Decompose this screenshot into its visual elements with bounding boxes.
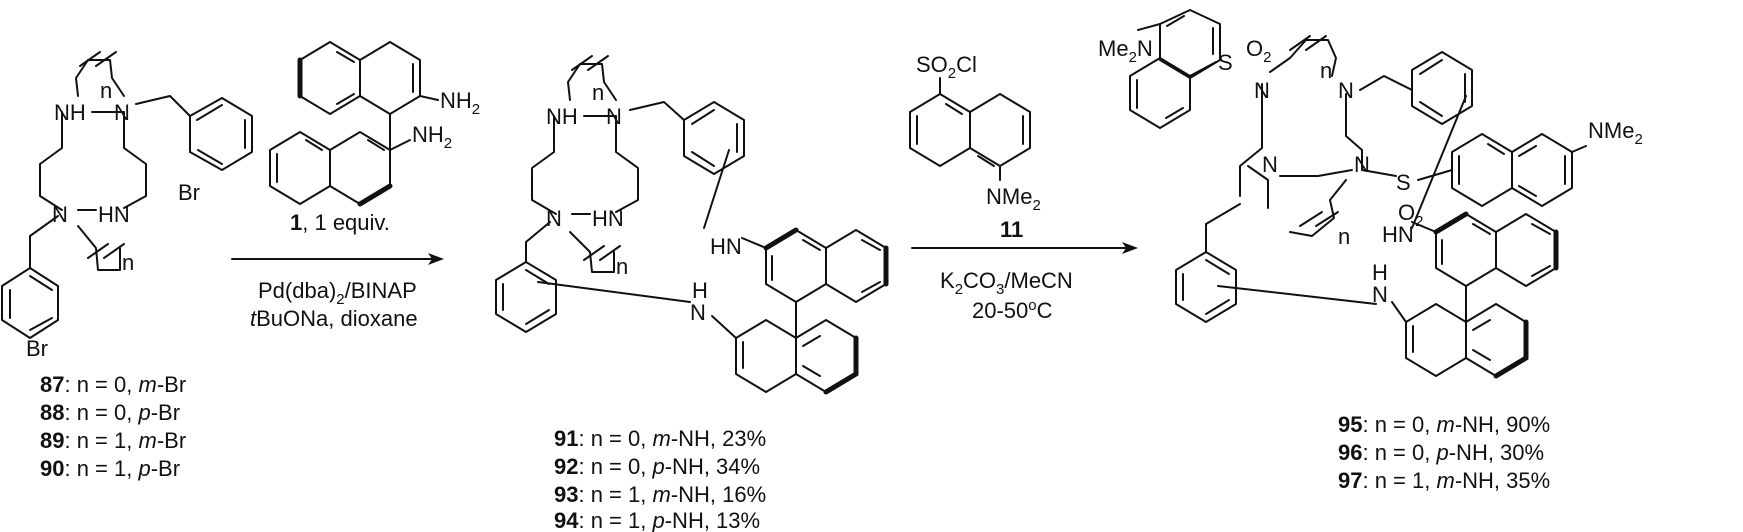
label-90: 90: n = 1, p-Br: [40, 456, 180, 481]
product-macrocycle: Me2N S O2 N N N N n n S O2 NMe2 HN H N: [1098, 9, 1643, 379]
label-89: 89: n = 1, m-Br: [40, 428, 186, 453]
atom-nh2-2: NH2: [412, 122, 452, 152]
atom-hn-mid-1: HN: [592, 206, 624, 231]
n-subscript-start-2: n: [122, 250, 134, 275]
n-subscript-mid-1: n: [592, 80, 604, 105]
atom-n-mid-2: N: [546, 206, 562, 231]
step1-text: 1, 1 equiv. Pd(dba)2/BINAP tBuONa, dioxa…: [231, 210, 444, 331]
n-subscript-product-2: n: [1338, 224, 1350, 249]
dansyl-chloride-reagent: SO2Cl NMe2: [909, 52, 1041, 214]
n-subscript-product-1: n: [1320, 58, 1332, 83]
starting-compound-labels: 87: n = 0, m-Br 88: n = 0, p-Br 89: n = …: [40, 372, 186, 481]
atom-n-product-2: N: [1338, 78, 1354, 103]
atom-hn-start-1: HN: [98, 202, 130, 227]
atom-nh2-1: NH2: [440, 88, 480, 118]
step2-text: 11 K2CO3/MeCN 20-50oC: [911, 217, 1138, 323]
label-87: 87: n = 0, m-Br: [40, 372, 186, 397]
atom-s-product-2: S: [1396, 170, 1411, 195]
step2-arrowhead: [1122, 242, 1138, 254]
n-subscript-mid-2: n: [616, 254, 628, 279]
step2-reagent: 11: [1000, 217, 1023, 242]
step1-condition-1: Pd(dba)2/BINAP: [258, 278, 417, 308]
atom-h-product: H: [1372, 260, 1388, 285]
atom-nh-start-1: NH: [54, 100, 86, 125]
label-88: 88: n = 0, p-Br: [40, 400, 180, 425]
atom-h-mid: H: [692, 278, 708, 303]
label-93: 93: n = 1, m-NH, 16%: [554, 482, 766, 507]
atom-n-mid-3: N: [690, 300, 706, 325]
step1-reagent: 1, 1 equiv.: [290, 210, 390, 235]
atom-br-start-1: Br: [178, 180, 200, 205]
step1-arrowhead: [428, 253, 444, 265]
step1-condition-2: tBuONa, dioxane: [250, 306, 418, 331]
label-97: 97: n = 1, m-NH, 35%: [1338, 468, 1550, 493]
intermediate-compound-labels: 91: n = 0, m-NH, 23% 92: n = 0, p-NH, 34…: [554, 426, 766, 532]
atom-me2n-product: Me2N: [1098, 36, 1153, 66]
starting-macrocycle: NH N N HN n n Br Br: [1, 51, 253, 361]
label-91: 91: n = 0, m-NH, 23%: [554, 426, 766, 451]
atom-so2cl: SO2Cl: [916, 52, 977, 82]
label-95: 95: n = 0, m-NH, 90%: [1338, 412, 1550, 437]
atom-n-product-4: N: [1354, 152, 1370, 177]
product-compound-labels: 95: n = 0, m-NH, 90% 96: n = 0, p-NH, 30…: [1338, 412, 1550, 493]
atom-s-product-1: S: [1218, 50, 1233, 75]
label-96: 96: n = 0, p-NH, 30%: [1338, 440, 1544, 465]
atom-hn-mid-2: HN: [710, 234, 742, 259]
atom-n-product-3: N: [1262, 152, 1278, 177]
atom-n-start-2: N: [52, 202, 68, 227]
atom-n-product-5: N: [1372, 282, 1388, 307]
atom-n-product-1: N: [1254, 78, 1270, 103]
n-subscript-start-1: n: [100, 78, 112, 103]
atom-nme2-product: NMe2: [1588, 118, 1643, 148]
step2-condition-2: 20-50oC: [972, 297, 1053, 323]
atom-nme2-reagent: NMe2: [986, 184, 1041, 214]
atom-hn-product: HN: [1382, 222, 1414, 247]
atom-o2-product-1: O2: [1246, 36, 1271, 66]
atom-br-start-2: Br: [26, 336, 48, 361]
label-92: 92: n = 0, p-NH, 34%: [554, 454, 760, 479]
intermediate-macrocycle: NH N N HN n n HN H N: [495, 55, 889, 395]
atom-n-mid-1: N: [606, 104, 622, 129]
atom-nh-mid-1: NH: [546, 104, 578, 129]
step2-condition-1: K2CO3/MeCN: [940, 268, 1073, 298]
atom-n-start-1: N: [114, 100, 130, 125]
binam-reagent: NH2 NH2: [269, 41, 480, 207]
label-94: 94: n = 1, p-NH, 13%: [554, 508, 760, 532]
